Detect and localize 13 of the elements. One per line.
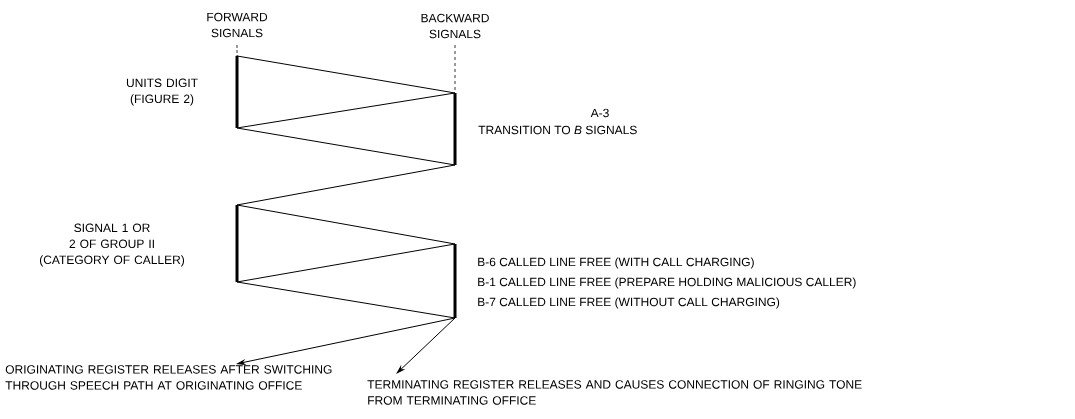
- signal-label: TRANSITION TO B SIGNALS: [478, 125, 637, 135]
- note-text: ORIGINATING REGISTER RELEASES AFTER SWITCHING THROUGH SPEECH PATH AT ORIGINATING OFFICE: [5, 365, 332, 390]
- signal-label: B-1 CALLED LINE FREE (PREPARE HOLDING MALICIOUS CALLER): [478, 277, 856, 289]
- signal-label: B-7 CALLED LINE FREE (WITHOUT CALL CHARGING): [478, 297, 780, 309]
- column-heading: BACKWARD SIGNALS: [421, 13, 489, 39]
- signal-label: UNITS DIGIT (FIGURE 2): [126, 78, 198, 106]
- arrow: [396, 317, 456, 374]
- signal-label: SIGNAL 1 OR 2 OF GROUP II (CATEGORY OF CALLER): [39, 223, 185, 267]
- signal-label: B-6 CALLED LINE FREE (WITH CALL CHARGING): [478, 257, 754, 269]
- column-heading: FORWARD SIGNALS: [207, 12, 268, 38]
- arrow: [237, 317, 456, 365]
- signal-code: A-3: [590, 108, 609, 118]
- note-text: TERMINATING REGISTER RELEASES AND CAUSES CONNECTION OF RINGING TONE FROM TERMINATING OFFICE: [367, 380, 862, 405]
